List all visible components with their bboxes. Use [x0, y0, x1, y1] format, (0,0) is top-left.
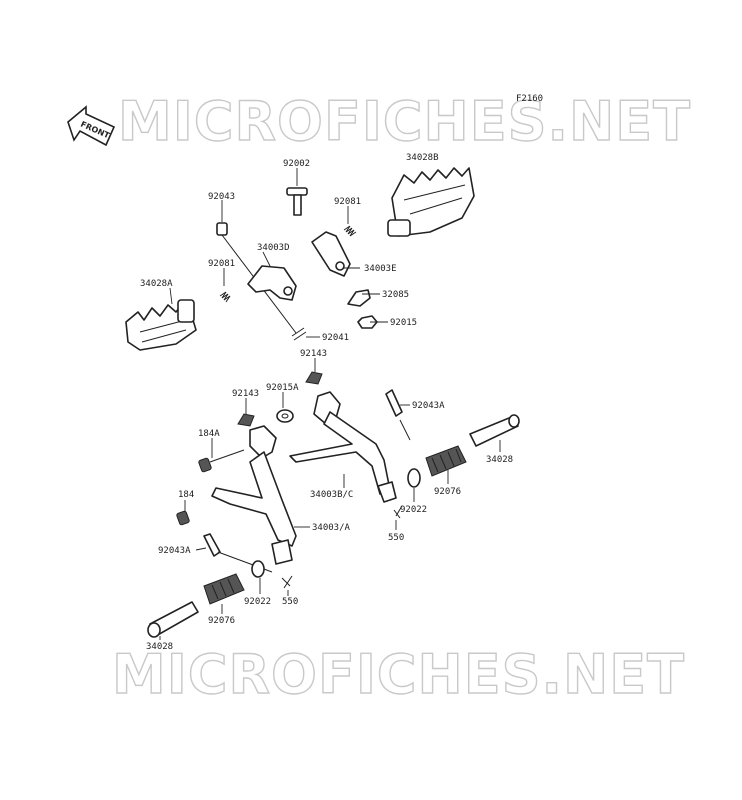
- label-550-right: 550: [388, 533, 404, 543]
- label-92043a-left: 92043A: [158, 546, 191, 556]
- pin-92002: [286, 187, 308, 216]
- label-34003a: 34003/A: [312, 523, 351, 533]
- spring-92081-left: [219, 291, 231, 303]
- label-92143: 92143: [232, 389, 259, 399]
- part-labels: 92002 34028B 92043 92081 34003D 34003E 9…: [140, 153, 513, 652]
- footrest-34028-left: [147, 601, 199, 638]
- label-550-left: 550: [282, 597, 298, 607]
- label-92022-left: 92022: [244, 597, 271, 607]
- grip-92076-right: [425, 445, 467, 477]
- footrest-34028-right: [469, 414, 520, 447]
- label-184a: 184A: [198, 429, 220, 439]
- diagram-code: F2160: [516, 94, 543, 104]
- footpeg-34028b: [387, 167, 475, 237]
- label-92002: 92002: [283, 159, 310, 169]
- watermark-bottom: MICROFICHES.NET: [112, 643, 685, 706]
- label-92143-top: 92143: [300, 349, 327, 359]
- label-92015: 92015: [390, 318, 417, 328]
- washer-92015a: [276, 409, 294, 423]
- label-34028-right: 34028: [486, 455, 513, 465]
- bracket-34003d: [247, 265, 297, 301]
- pin-92043a-left: [203, 533, 221, 557]
- nut-92015: [357, 315, 378, 329]
- pin-92043-top: [216, 222, 228, 236]
- washer-92022-left: [251, 560, 265, 578]
- clip-92143: [237, 413, 255, 427]
- bracket-34003a: [211, 425, 297, 565]
- leader-lines: [159, 168, 501, 640]
- cotter-550-right: [393, 505, 403, 519]
- label-92041: 92041: [322, 333, 349, 343]
- label-32085: 32085: [382, 290, 409, 300]
- label-34028-left: 34028: [146, 642, 173, 652]
- spring-92081-right: [343, 225, 357, 237]
- label-92015a: 92015A: [266, 383, 299, 393]
- watermark-top: MICROFICHES.NET: [118, 90, 691, 153]
- label-34028b: 34028B: [406, 153, 439, 163]
- label-184: 184: [178, 490, 194, 500]
- label-92022-right: 92022: [400, 505, 427, 515]
- cotter-550-left: [281, 575, 293, 589]
- grip-92076-left: [203, 573, 245, 605]
- label-92076-left: 92076: [208, 616, 235, 626]
- label-34028a: 34028A: [140, 279, 173, 289]
- bolt-184: [176, 510, 190, 526]
- bracket-34003bc: [289, 391, 397, 503]
- label-34003e: 34003E: [364, 264, 397, 274]
- label-92081-right: 92081: [334, 197, 361, 207]
- washer-92022-right: [407, 468, 421, 488]
- cotter-32085: [347, 289, 371, 307]
- label-92081-left: 92081: [208, 259, 235, 269]
- cotter-92041: [291, 327, 307, 341]
- footpeg-34028a: [125, 299, 197, 351]
- label-34003d: 34003D: [257, 243, 290, 253]
- label-92043-top: 92043: [208, 192, 235, 202]
- clip-92143-top: [305, 371, 323, 385]
- pin-92043a-right: [385, 389, 403, 417]
- label-34003bc: 34003B/C: [310, 490, 353, 500]
- label-92043a-right: 92043A: [412, 401, 445, 411]
- label-92076-right: 92076: [434, 487, 461, 497]
- front-arrow-icon: FRONT: [67, 105, 116, 147]
- bolt-184a: [198, 449, 245, 473]
- bracket-34003e: [311, 231, 351, 277]
